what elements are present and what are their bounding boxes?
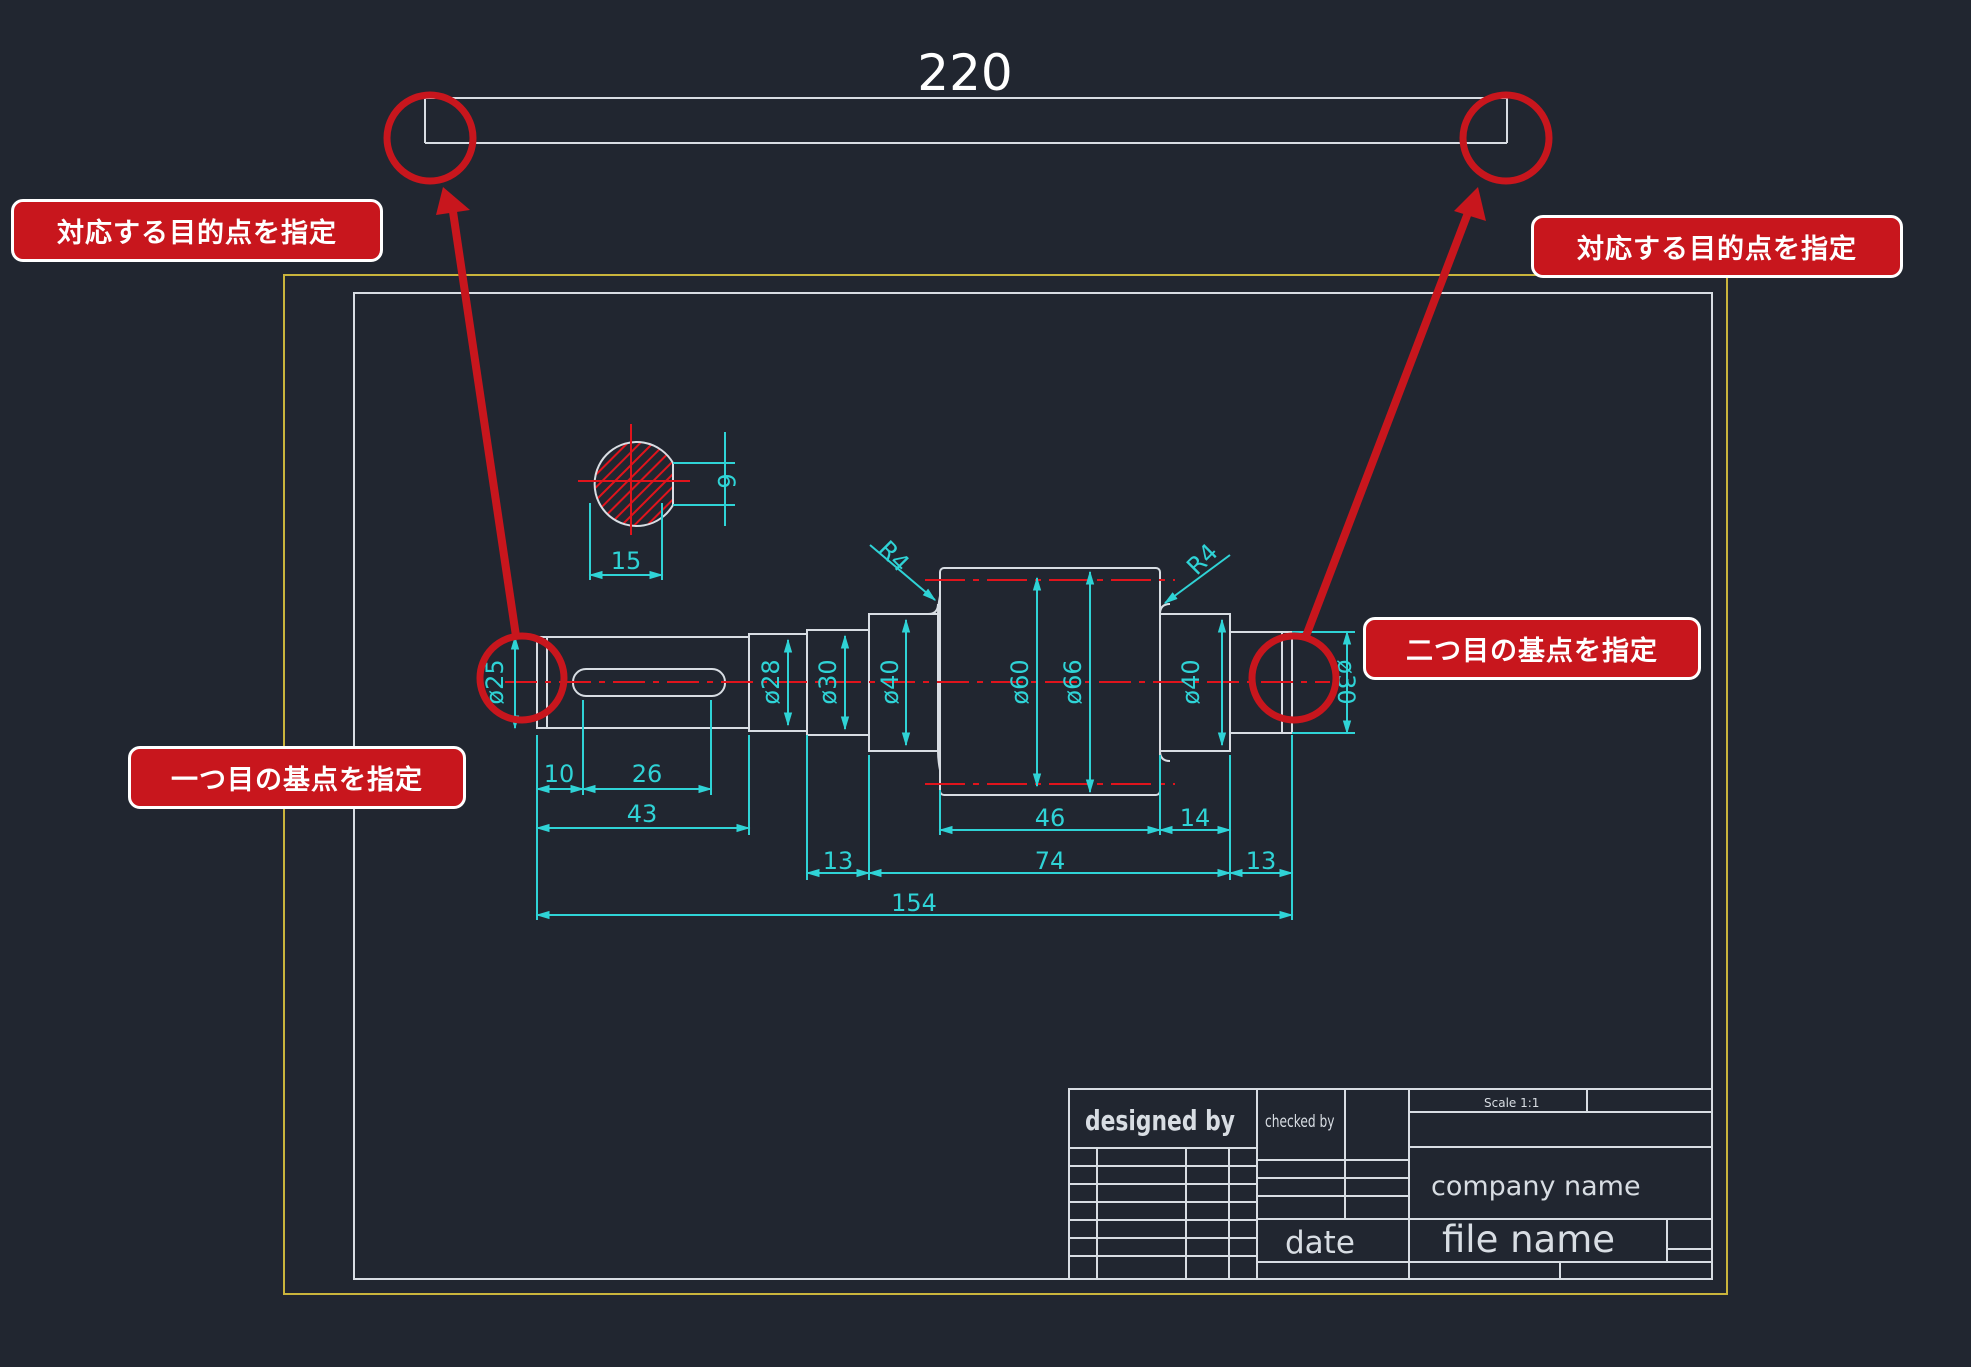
dim-13-left: 13 (823, 847, 854, 875)
dim-dia-60: ø60 (1006, 659, 1034, 704)
target-point-left-circle[interactable] (383, 91, 477, 185)
dim-key-width: 15 (611, 547, 642, 575)
callout-target-point-left: 対応する目的点を指定 (11, 199, 383, 262)
base-point-1-circle[interactable] (476, 632, 568, 724)
dim-74: 74 (1035, 847, 1066, 875)
dim-dia-40-left: ø40 (876, 659, 904, 704)
target-point-right-circle[interactable] (1459, 91, 1553, 185)
overall-dimension-label: 220 (917, 44, 1012, 102)
title-date: date (1285, 1225, 1355, 1261)
arrow-base1-to-target-left (436, 187, 520, 637)
title-checked-by: checked by (1265, 1112, 1335, 1132)
dim-14: 14 (1180, 804, 1211, 832)
dim-dia-30: ø30 (814, 659, 842, 704)
dim-26: 26 (632, 760, 663, 788)
dim-10: 10 (544, 760, 575, 788)
title-designed-by: designed by (1085, 1104, 1235, 1136)
callout-target-point-right: 対応する目的点を指定 (1531, 215, 1903, 278)
dim-43: 43 (627, 800, 658, 828)
title-block[interactable] (1068, 1088, 1713, 1280)
dim-dia-28: ø28 (757, 659, 785, 704)
dim-46: 46 (1035, 804, 1066, 832)
dim-dia-66: ø66 (1059, 659, 1087, 704)
dim-154: 154 (891, 889, 937, 917)
dim-13-right: 13 (1246, 847, 1277, 875)
title-scale: Scale 1:1 (1484, 1096, 1539, 1110)
dim-key-depth: 6 (712, 473, 740, 488)
overall-dimension[interactable] (424, 92, 1508, 144)
key-section-view[interactable] (578, 424, 735, 580)
title-file-name: file name (1442, 1218, 1615, 1261)
callout-second-base-point: 二つ目の基点を指定 (1363, 617, 1701, 680)
base-point-2-circle[interactable] (1248, 632, 1340, 724)
dim-dia-40-right: ø40 (1177, 659, 1205, 704)
arrow-base2-to-target-right (1302, 187, 1486, 638)
dim-radius-right: R4 (1181, 538, 1223, 580)
title-company-name: company name (1431, 1171, 1641, 1202)
dim-radius-left: R4 (872, 535, 914, 577)
callout-first-base-point: 一つ目の基点を指定 (128, 746, 466, 809)
